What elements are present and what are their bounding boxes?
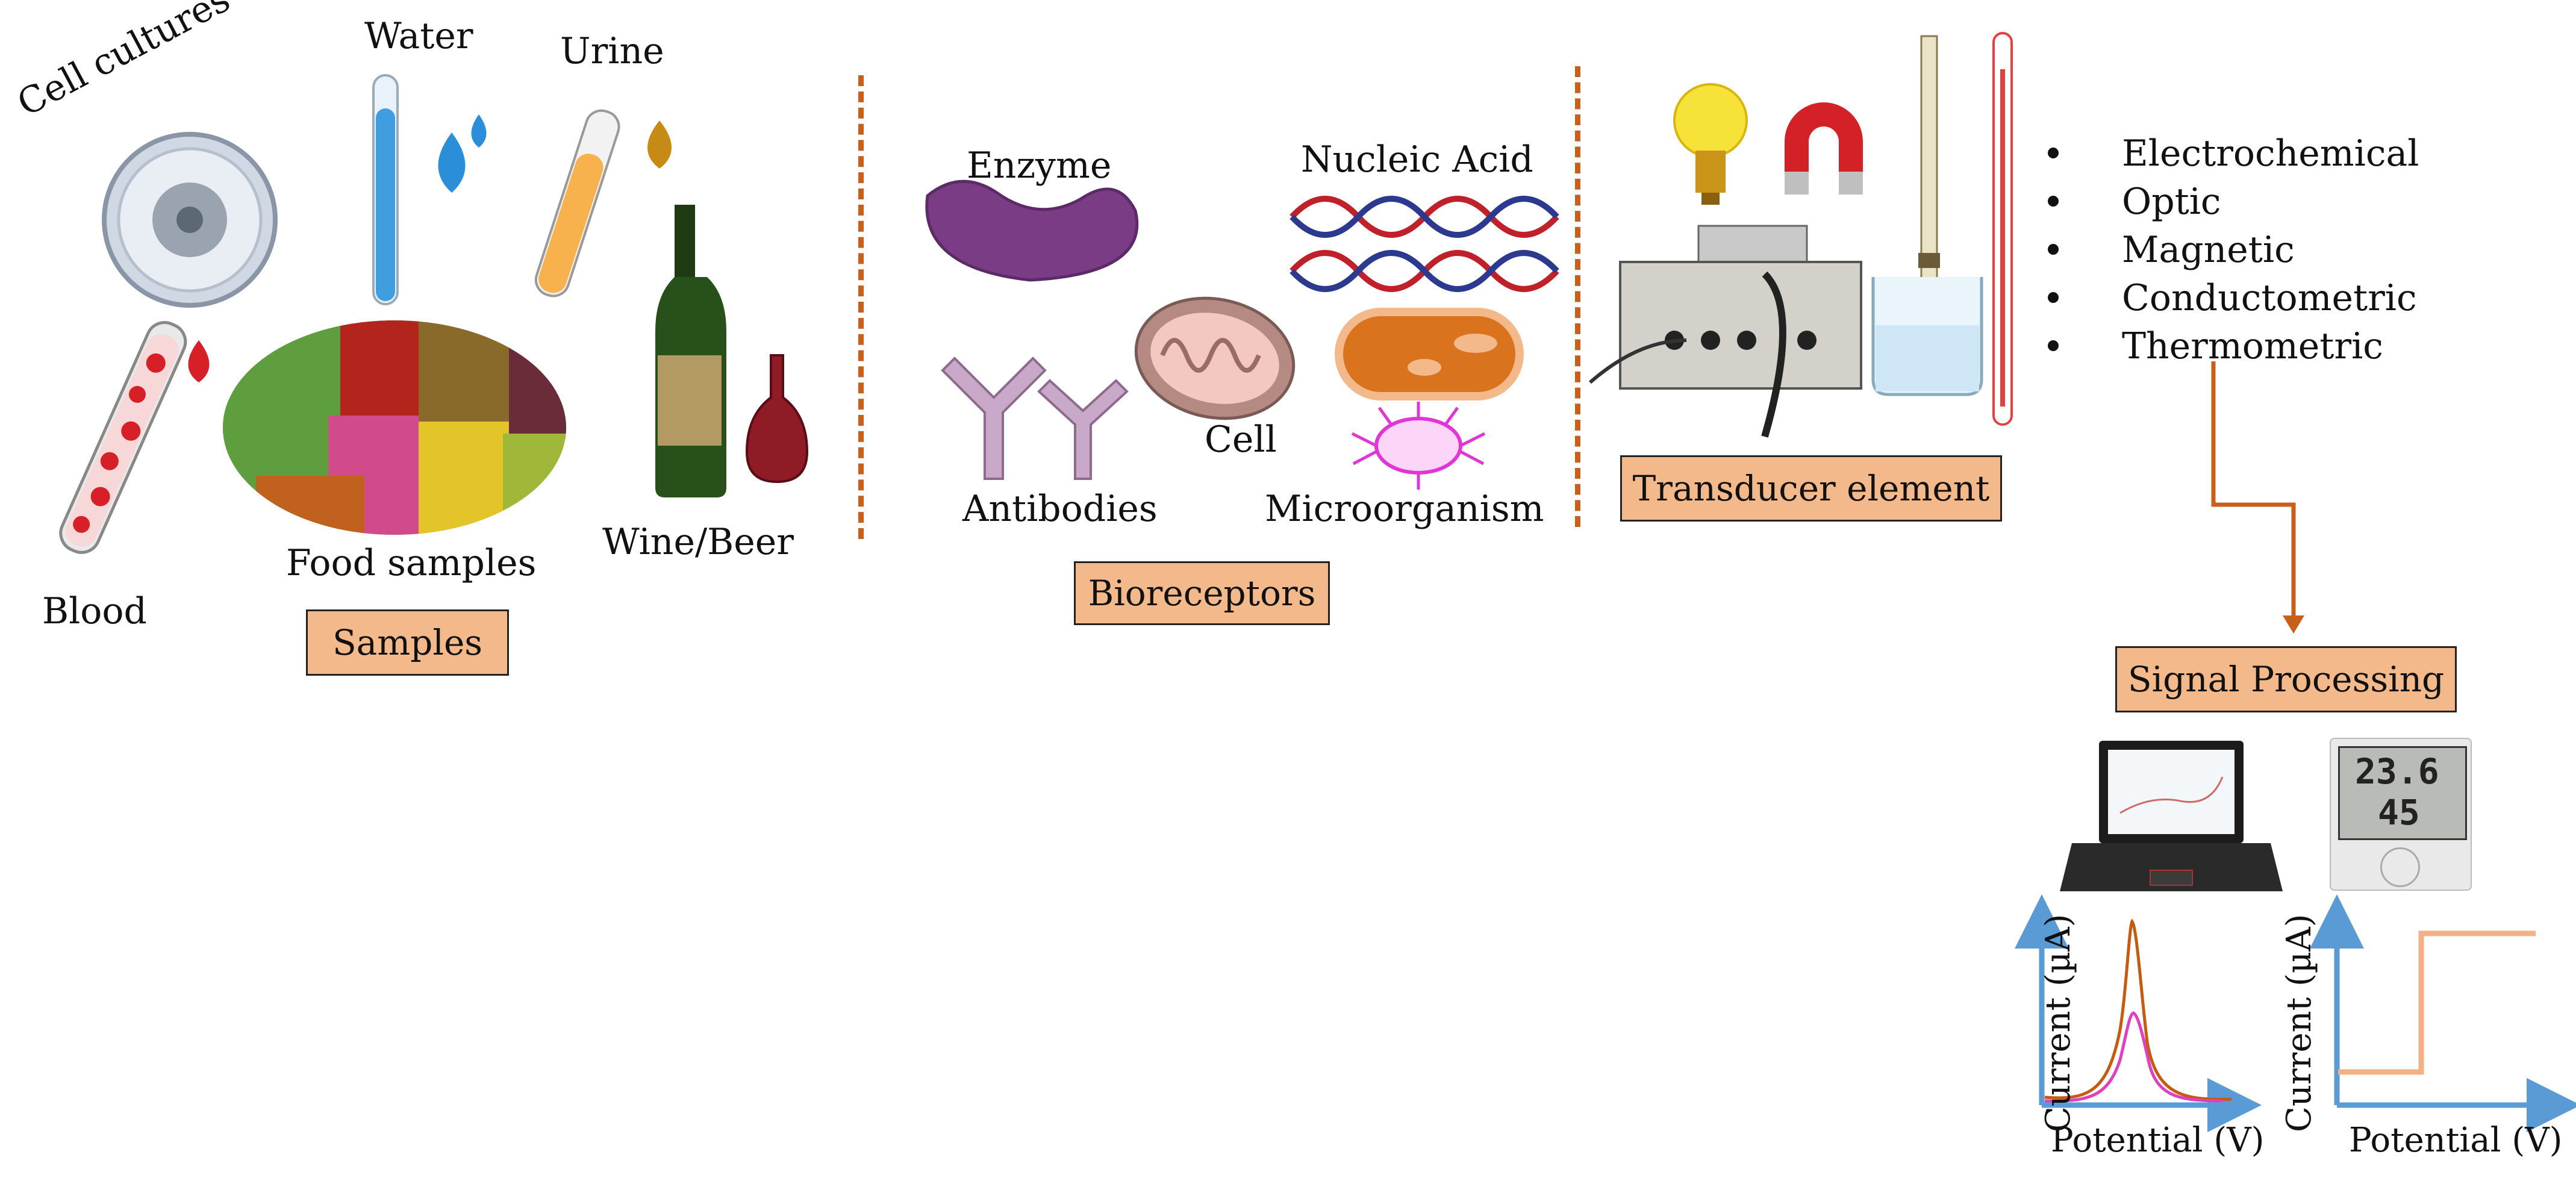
divider-samples-bioreceptors (858, 75, 864, 539)
voltammogram-plot (2015, 894, 2262, 1132)
step-response-plot (2310, 894, 2576, 1132)
fan-icon (2380, 847, 2420, 887)
label-urine: Urine (560, 30, 664, 72)
bioreceptors-box: Bioreceptors (1074, 561, 1330, 625)
label-food-samples: Food samples (286, 542, 537, 584)
label-antibodies: Antibodies (962, 488, 1158, 530)
plot-left-ylabel: Current (µA) (2039, 914, 2078, 1133)
label-blood: Blood (42, 590, 147, 632)
potentiostat-icon (1589, 225, 1862, 438)
blood-tube-icon (59, 321, 210, 554)
bullet-icon (2048, 340, 2059, 351)
label-cell: Cell (1205, 419, 1277, 461)
thermo-hygrometer-screen (2338, 746, 2467, 840)
label-enzyme: Enzyme (967, 145, 1112, 187)
bullet-icon (2048, 148, 2059, 158)
bullet-icon (2048, 244, 2059, 255)
bacterium-icon (1335, 308, 1524, 400)
label-water: Water (364, 15, 473, 57)
label-microorganism: Microorganism (1265, 488, 1544, 530)
enzyme-icon (925, 179, 1139, 282)
burette-beaker-icon (1871, 35, 1983, 396)
temperature-readout: 23.6 (2355, 751, 2439, 792)
plot-left-xlabel: Potential (V) (2051, 1121, 2265, 1160)
plot-right-ylabel: Current (µA) (2280, 914, 2319, 1133)
thermometer-icon (1992, 32, 2013, 426)
divider-bioreceptors-transducer (1575, 66, 1580, 527)
wine-bottle-icon (655, 205, 809, 497)
label-nucleic-acid: Nucleic Acid (1301, 139, 1533, 181)
antibodies-icon (941, 357, 1129, 480)
water-tube-icon (372, 74, 487, 305)
bullet-icon (2048, 196, 2059, 207)
magnet-icon (1785, 102, 1863, 195)
bullet-icon (2048, 292, 2059, 303)
urine-tube-icon (534, 109, 672, 298)
light-bulb-icon (1673, 83, 1748, 205)
dna-icon (1290, 196, 1559, 292)
petri-dish-icon (102, 132, 278, 308)
laptop-icon (2060, 741, 2283, 891)
transducer-box: Transducer element (1620, 455, 2002, 522)
plot-right-xlabel: Potential (V) (2349, 1121, 2563, 1160)
food-samples-image (223, 320, 566, 535)
samples-box: Samples (306, 609, 509, 676)
microorganism-icon (1351, 402, 1486, 490)
humidity-readout: 45 (2378, 792, 2420, 833)
cell-icon (1134, 296, 1296, 420)
signal-processing-box: Signal Processing (2115, 646, 2457, 712)
label-wine-beer: Wine/Beer (602, 521, 794, 563)
thermo-hygrometer-device: 23.6 45 (2330, 738, 2472, 891)
